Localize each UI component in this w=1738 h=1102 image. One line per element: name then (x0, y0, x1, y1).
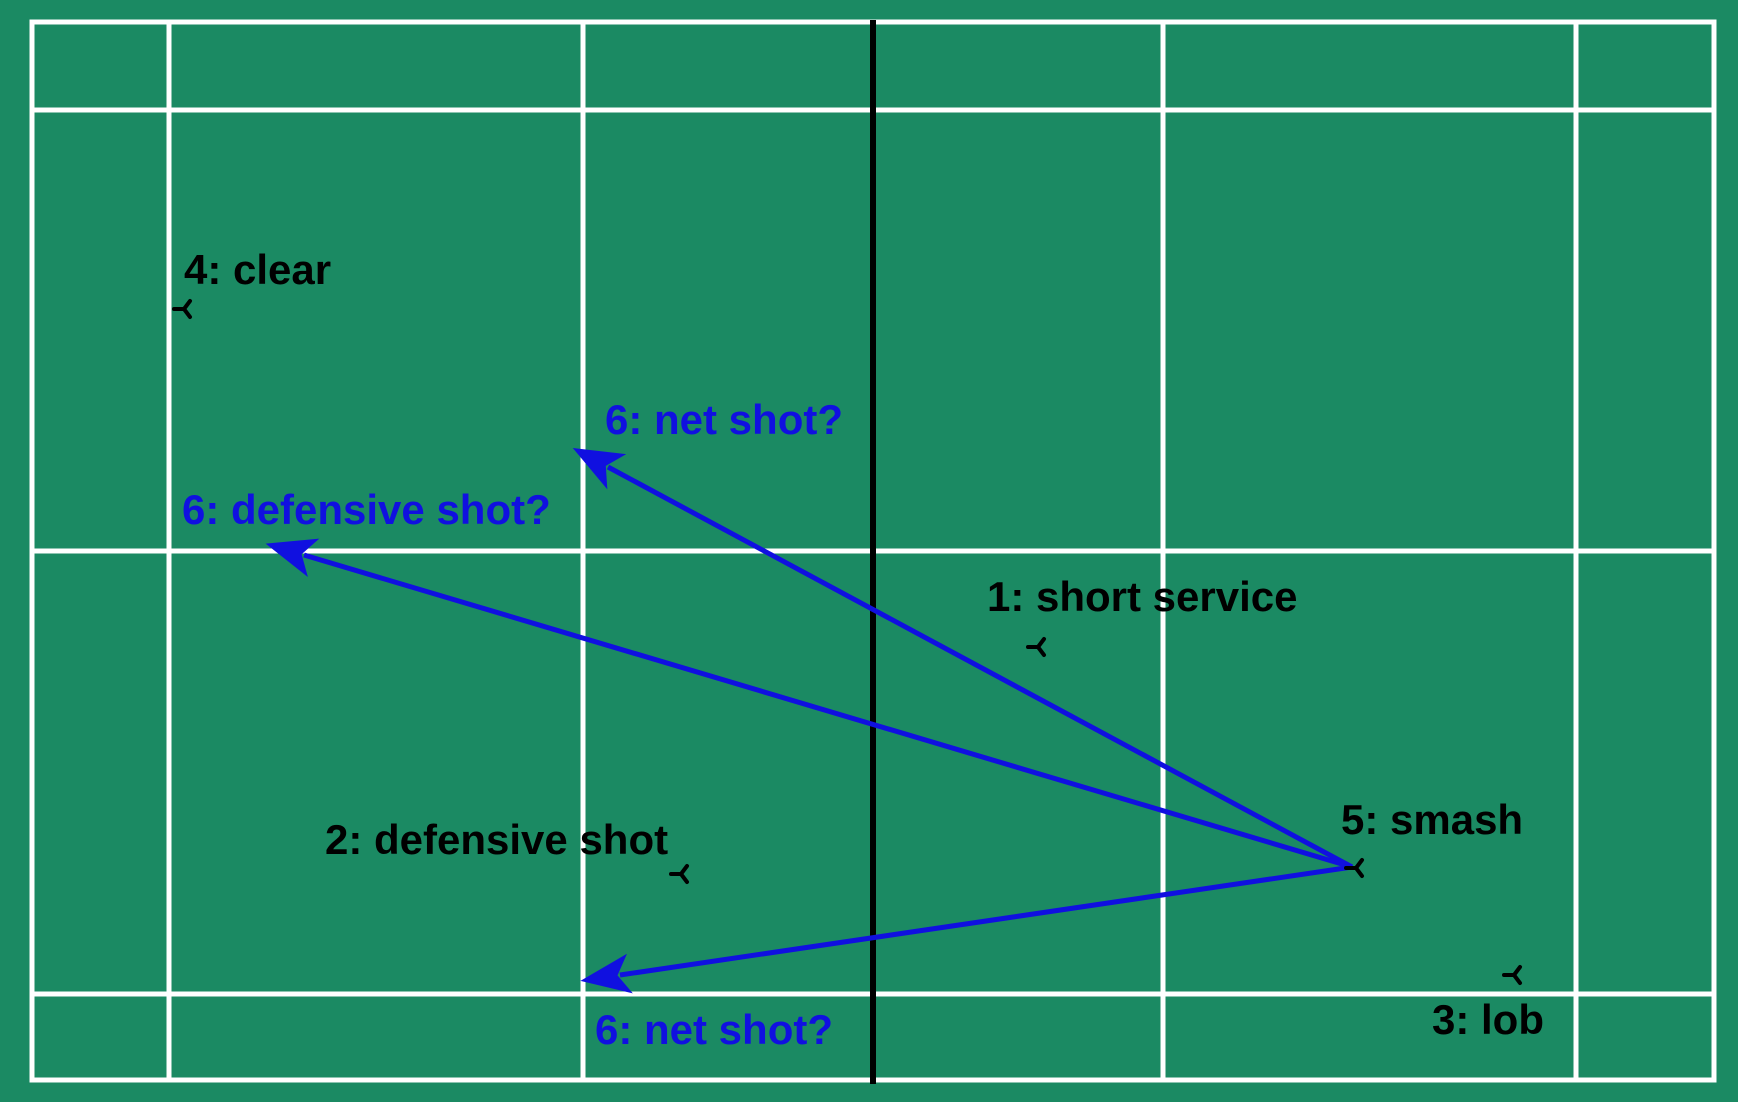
shot-labels: 1: short service 2: defensive shot 3: lo… (184, 246, 1544, 1043)
shuttlecock-icon (1344, 858, 1364, 878)
arrow-net-shot-lower (580, 864, 1353, 994)
option-arrows (265, 448, 1354, 994)
shot-label-clear: 4: clear (184, 246, 331, 293)
option-label-net-shot-upper: 6: net shot? (605, 396, 843, 443)
shuttlecock-icon (1026, 637, 1046, 657)
arrow-net-shot-upper (572, 448, 1354, 870)
shot-label-smash: 5: smash (1341, 796, 1523, 843)
option-label-net-shot-lower: 6: net shot? (595, 1006, 833, 1053)
shuttlecock-icon (669, 864, 689, 884)
arrow-defensive-shot (265, 538, 1353, 870)
shot-label-short-service: 1: short service (987, 573, 1298, 620)
shuttlecock-icon (1502, 965, 1522, 985)
option-labels: 6: net shot? 6: defensive shot? 6: net s… (182, 396, 843, 1053)
shot-label-lob: 3: lob (1432, 996, 1544, 1043)
shuttlecock-icon (172, 299, 192, 319)
option-label-defensive-shot: 6: defensive shot? (182, 486, 551, 533)
shot-label-defensive-shot: 2: defensive shot (325, 816, 668, 863)
shuttle-markers (172, 299, 1522, 985)
